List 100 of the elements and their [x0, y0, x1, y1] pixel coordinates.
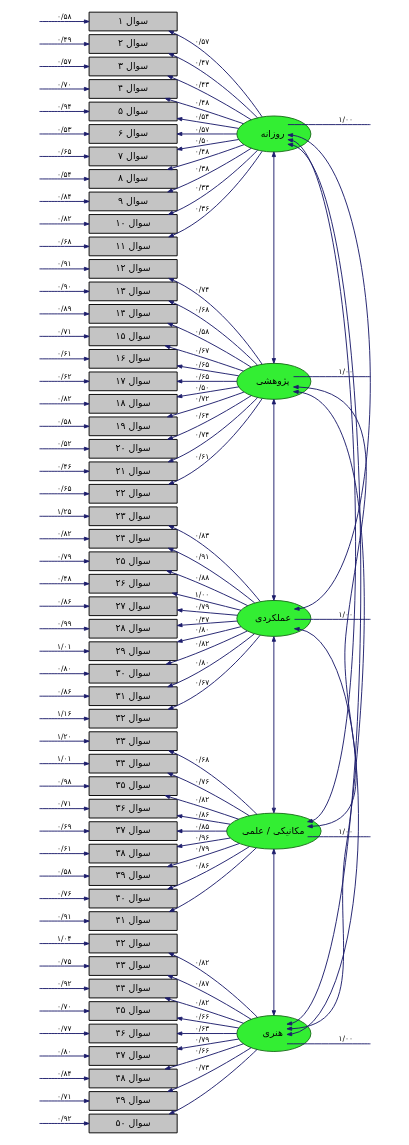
edge-label: ۰/۹۰: [56, 281, 72, 291]
edge-label: ۰/۷۳: [194, 1062, 209, 1072]
arrow: [176, 131, 237, 137]
edge-label: ۰/۷۱: [56, 799, 72, 809]
node-box: سوال ۴۸: [88, 1068, 178, 1089]
edge-label: ۰/۴۹: [56, 34, 72, 44]
edge-label: ۰/۶۳: [194, 1024, 209, 1034]
arrow: [38, 851, 90, 856]
node-box: سوال ۲۸: [88, 618, 178, 639]
arrow: [176, 379, 237, 384]
node-box: سوال ۳۰: [88, 663, 178, 684]
edge-label: ۰/۹۹: [56, 619, 72, 629]
arrow: [38, 514, 90, 519]
node-box: سوال ۱۲: [88, 259, 178, 279]
node-box: سوال ۴: [88, 79, 178, 99]
node-box: سوال ۲۰: [88, 438, 178, 459]
arrow: [176, 1016, 239, 1029]
arrow: [167, 547, 255, 604]
arrow: [167, 398, 263, 485]
edge-label: ۰/۷۹: [56, 551, 72, 561]
edge-label: ۰/۷۷: [56, 1024, 72, 1034]
arrow: [166, 144, 244, 171]
edge-label: ۰/۸۲: [194, 638, 209, 648]
arrow: [38, 581, 90, 586]
arrow: [38, 1098, 90, 1104]
node-box: سوال ۱۶: [88, 349, 178, 369]
node-box: سوال ۲: [88, 34, 178, 54]
edge-label: ۰/۸۶: [56, 596, 72, 606]
node-box: سوال ۴۴: [88, 978, 178, 999]
arrow: [167, 952, 258, 1018]
edge-label: ۰/۸۶: [194, 809, 209, 819]
edge-label: ۱/۰۱: [56, 641, 72, 651]
arrow: [38, 131, 90, 137]
arrow: [38, 469, 90, 474]
node-box: سوال ۳۸: [88, 843, 178, 864]
node-box: سوال ۹: [88, 191, 178, 212]
arrow: [166, 633, 255, 688]
edge-label: ۰/۵۷: [194, 124, 209, 134]
arrow: [271, 151, 276, 364]
edge-label: ۰/۷۹: [194, 844, 209, 854]
edge-label: ۰/۷۹: [194, 602, 209, 612]
edge-label: ۰/۸۵: [194, 821, 209, 831]
arrow: [38, 176, 90, 182]
arrow: [38, 41, 90, 47]
edge-label: ۰/۸۲: [56, 529, 72, 539]
arrow: [38, 401, 90, 406]
node-box: سوال ۸: [88, 169, 178, 189]
arrow: [38, 1008, 90, 1014]
edge-label: ۰/۶۵: [56, 147, 72, 157]
edge-label: ۰/۵۴: [56, 169, 72, 179]
node-box: سوال ۱۷: [88, 371, 178, 392]
arrow: [176, 837, 231, 848]
edge-label: ۱/۱۶: [56, 709, 72, 719]
arrow: [176, 814, 231, 825]
node-box: سوال ۲۹: [88, 641, 178, 662]
edge-label: ۰/۸۴: [56, 1069, 72, 1079]
arrow: [38, 154, 90, 159]
arrow: [176, 364, 239, 377]
arrow: [176, 386, 239, 399]
edge-label: ۱/۰۴: [56, 934, 72, 944]
arrow: [38, 86, 90, 92]
node-box: سوال ۷: [88, 146, 178, 167]
arrow: [164, 794, 239, 820]
edge-label: ۰/۳۶: [194, 204, 209, 214]
edge-label: ۰/۶۷: [194, 678, 209, 688]
edge-label: ۰/۸۲: [194, 795, 209, 805]
node-box: سوال ۴۱: [88, 911, 178, 931]
node-box: سوال ۲۲: [88, 483, 178, 504]
edge-label: ۱/۲۵: [56, 506, 72, 516]
arrow: [171, 592, 241, 611]
node-box: سوال ۲۵: [88, 551, 178, 572]
arrow: [166, 843, 240, 868]
arrow: [38, 221, 90, 227]
arrow: [176, 626, 241, 643]
edge-label: ۰/۹۱: [56, 911, 72, 921]
arrow: [286, 389, 365, 1031]
edge-label: ۰/۸۰: [194, 624, 209, 634]
edge-label: ۰/۵۰: [194, 383, 209, 393]
arrow: [38, 761, 90, 766]
node-box: سوال ۳۹: [88, 866, 178, 886]
arrow: [167, 525, 261, 602]
node-ellipse: پژوهشی: [235, 362, 311, 400]
arrow: [38, 334, 90, 339]
node-box: سوال ۴۰: [88, 888, 178, 909]
edge-label: ۰/۶۸: [194, 755, 209, 765]
arrow: [176, 829, 227, 834]
node-box: سوال ۱۵: [88, 326, 178, 347]
arrow: [38, 604, 90, 609]
arrow: [167, 53, 258, 119]
arrow: [38, 109, 90, 114]
edge-label: ۰/۹۱: [194, 551, 209, 561]
edge-label: ۰/۸۲: [194, 997, 209, 1007]
node-box: سوال ۵: [88, 101, 178, 122]
arrow: [38, 874, 90, 879]
arrow: [38, 64, 90, 69]
edge-label: ۰/۸۲: [194, 957, 209, 967]
edge-label: ۰/۳۳: [194, 182, 209, 192]
node-box: سوال ۱۹: [88, 416, 178, 437]
arrow: [38, 1076, 90, 1081]
edge-label: ۱/۰۰: [194, 590, 209, 600]
